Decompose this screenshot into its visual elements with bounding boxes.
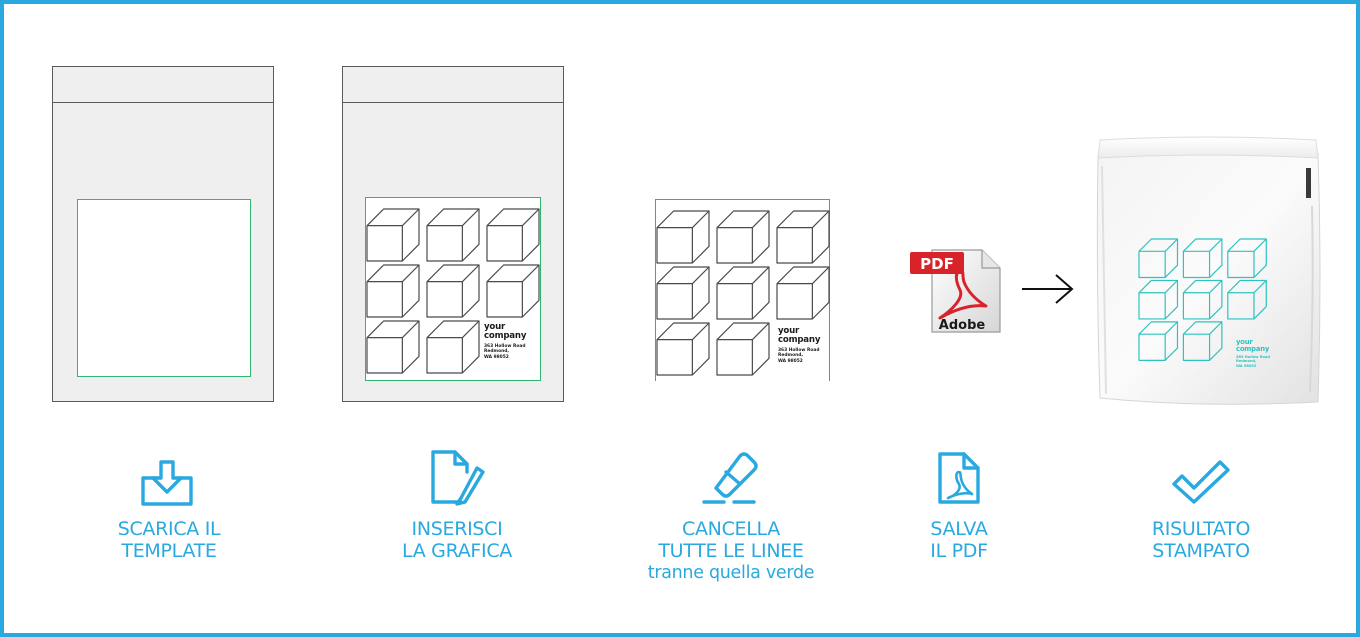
cube-5 [716, 266, 770, 320]
cube-8 [1182, 321, 1223, 361]
company-block: your company 363 Hollow Road Redmond, WA… [484, 323, 526, 360]
cube-7 [656, 322, 710, 376]
pdf-badge [910, 252, 964, 274]
cube-5 [426, 264, 480, 318]
step-label: RISULTATO STAMPATO [1151, 518, 1251, 562]
edit-document-icon [431, 450, 485, 506]
printed-company-block: your company 363 Hollow Road Redmond, WA… [1236, 339, 1270, 368]
cube-3 [1227, 238, 1267, 279]
cube-2 [426, 208, 480, 262]
company-block: your company 363 Hollow Road Redmond, WA… [778, 327, 820, 364]
step-save-pdf: SALVA IL PDF [899, 518, 1019, 562]
eraser-icon [702, 452, 758, 504]
arrow-right-icon [1022, 274, 1074, 304]
cube-6 [486, 264, 540, 318]
checkmark-icon [1172, 460, 1230, 504]
step-insert-graphic: INSERISCI LA GRAFICA [382, 518, 532, 562]
cube-4 [656, 266, 710, 320]
pdf-document-icon [938, 452, 980, 504]
cube-7 [1138, 321, 1179, 361]
cube-7 [366, 320, 420, 374]
cube-6 [776, 266, 830, 320]
bag-flap-line [343, 102, 563, 103]
step-download: SCARICA IL TEMPLATE [94, 518, 244, 562]
print-area [77, 199, 251, 377]
step-sublabel: tranne quella verde [647, 563, 815, 583]
step-printed-result: RISULTATO STAMPATO [1126, 518, 1276, 562]
step-label: CANCELLA TUTTE LE LINEE [658, 518, 804, 562]
bag-template [52, 66, 274, 402]
printed-cube-grid [1138, 238, 1267, 361]
cube-8 [426, 320, 480, 374]
pdf-badge-text: PDF [920, 255, 954, 273]
cube-grid-graphic [656, 210, 830, 376]
company-address: 363 Hollow Road Redmond, WA 98052 [1236, 355, 1270, 368]
download-icon [141, 460, 193, 506]
cleaned-print-area: your company 363 Hollow Road Redmond, WA… [655, 199, 830, 381]
company-name: your company [778, 326, 821, 345]
adobe-label: Adobe [939, 318, 986, 333]
pdf-file-icon: PDF Adobe [910, 249, 1001, 333]
step-label: INSERISCI LA GRAFICA [401, 518, 512, 562]
cube-grid-graphic [366, 208, 540, 374]
print-area: your company 363 Hollow Road Redmond, WA… [365, 197, 541, 381]
step-label: SCARICA IL TEMPLATE [117, 518, 221, 562]
bag-flap-line [53, 102, 273, 103]
cube-8 [716, 322, 770, 376]
cube-3 [486, 208, 540, 262]
cube-1 [1138, 238, 1179, 279]
cube-4 [1138, 279, 1179, 320]
cube-4 [366, 264, 420, 318]
company-name: your company [484, 322, 527, 341]
bag-with-graphic: your company 363 Hollow Road Redmond, WA… [342, 66, 564, 402]
cube-5 [1182, 279, 1223, 320]
step-label: SALVA IL PDF [930, 518, 988, 562]
cube-1 [366, 208, 420, 262]
cube-1 [656, 210, 710, 264]
cube-2 [1182, 238, 1223, 279]
cube-6 [1227, 279, 1267, 320]
company-address: 363 Hollow Road Redmond, WA 98052 [778, 348, 820, 364]
company-address: 363 Hollow Road Redmond, WA 98052 [484, 344, 526, 360]
company-name: your company [1236, 338, 1270, 353]
step-erase-lines: CANCELLA TUTTE LE LINEE tranne quella ve… [641, 518, 821, 584]
cube-3 [776, 210, 830, 264]
cube-2 [716, 210, 770, 264]
